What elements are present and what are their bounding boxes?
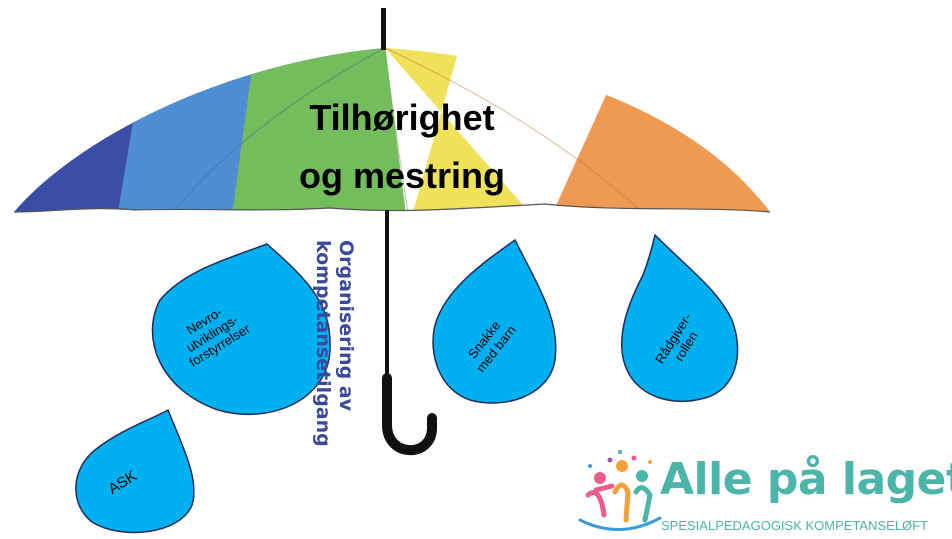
- drop-nevro: [151, 243, 331, 415]
- annotation-line1: Organisering av: [335, 240, 357, 412]
- umbrella-title-line2: og mestring: [298, 155, 505, 196]
- brand-logo-icon: [578, 450, 662, 531]
- umbrella-shaft: [385, 210, 389, 378]
- brand-title: Alle på laget: [660, 454, 952, 505]
- umbrella-tip: [381, 8, 386, 50]
- umbrella-title-line1: Tilhørighet: [309, 97, 495, 138]
- canopy-edge: [13, 203, 771, 213]
- drop-radgiver: [621, 233, 739, 402]
- brand-subtitle: SPESIALPEDAGOGISK KOMPETANSELØFT: [661, 518, 929, 533]
- drop-snakke: [432, 238, 557, 404]
- annotation-line2: kompetansetilgang: [312, 240, 334, 447]
- canopy-panel-yellow: [385, 48, 545, 212]
- drop-ask: [75, 408, 195, 534]
- umbrella-handle: [382, 373, 437, 456]
